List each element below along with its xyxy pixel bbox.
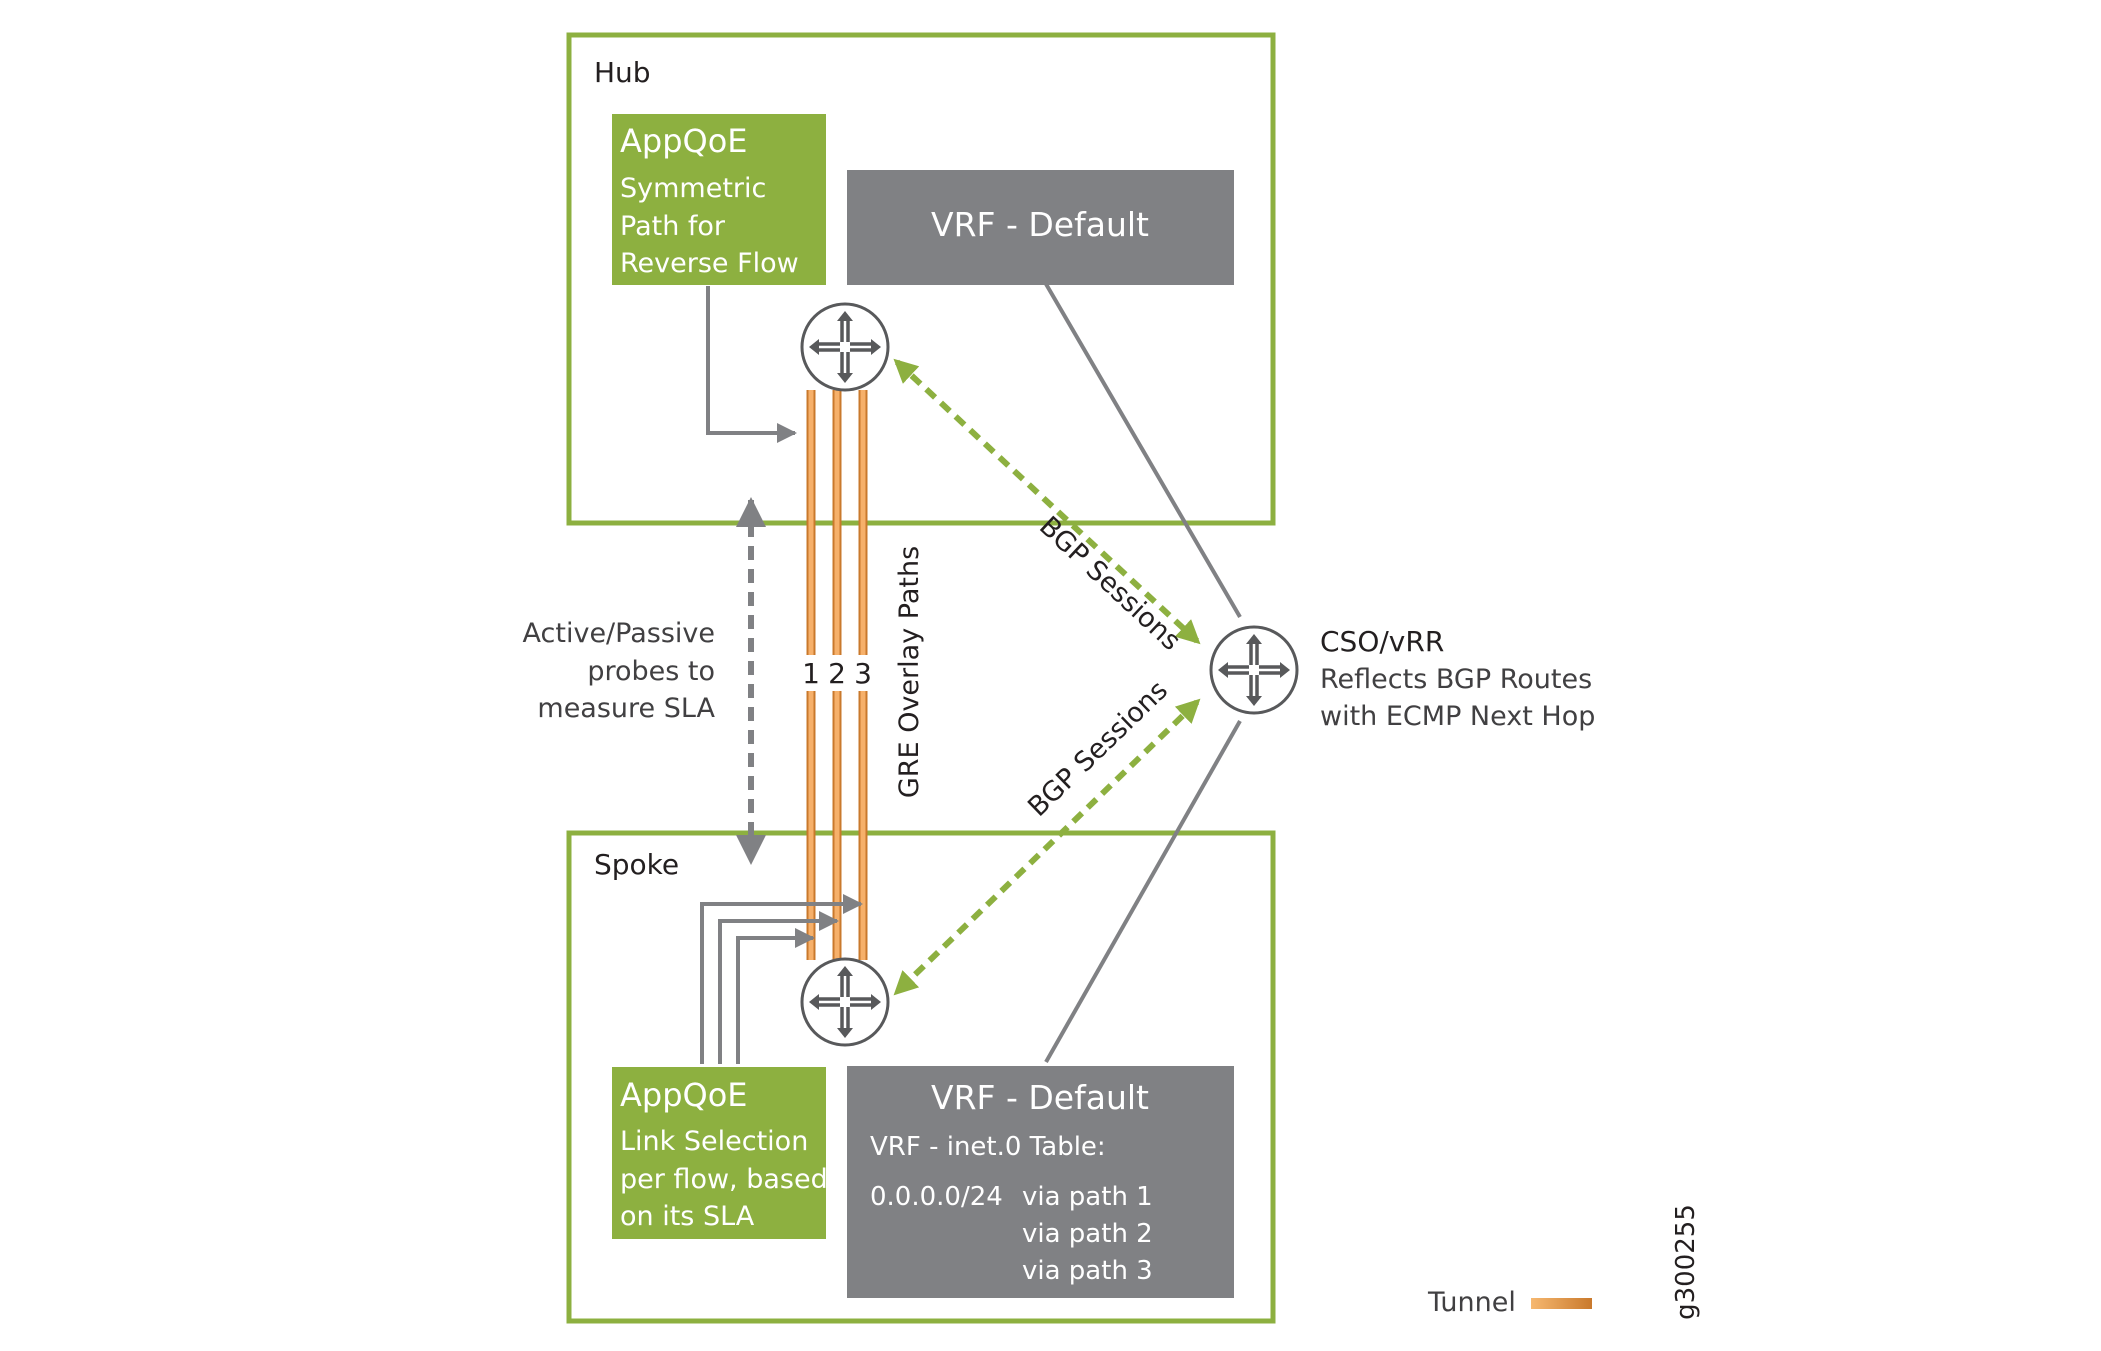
bgp-upper-arrow (893, 358, 1201, 645)
bgp-lower-arrow (893, 698, 1201, 996)
cso-title: CSO/vRR (1320, 625, 1444, 658)
hub-router-icon (800, 302, 890, 392)
cso-line-2: with ECMP Next Hop (1320, 701, 1595, 732)
spoke-appqoe-connector-arrows (700, 894, 863, 1064)
spoke-vrf-box (847, 1066, 1234, 1298)
gre-overlay-label: GRE Overlay Paths (894, 546, 925, 798)
spoke-vrf-table-label: VRF - inet.0 Table: (870, 1132, 1106, 1162)
bgp-upper-label: BGP Sessions (1033, 511, 1186, 657)
tunnel-number-3: 3 (854, 657, 872, 690)
hub-appqoe-line-3: Reverse Flow (620, 248, 799, 279)
hub-title: Hub (594, 56, 651, 89)
spoke-connector-to-path-1 (736, 928, 815, 1064)
spoke-router-icon (800, 957, 890, 1047)
probe-label-line-1: Active/Passive (523, 618, 715, 649)
hub-vrf-title: VRF - Default (931, 205, 1149, 244)
spoke-vrf-title: VRF - Default (931, 1078, 1149, 1117)
spoke-vrf-route-3: via path 3 (1022, 1256, 1153, 1286)
spoke-connector-to-path-3 (700, 894, 863, 1064)
tunnel-number-backdrop (800, 655, 878, 691)
spoke-appqoe-line-1: Link Selection (620, 1126, 808, 1157)
figure-id: g300255 (1671, 1204, 1701, 1320)
hub-appqoe-title: AppQoE (620, 122, 748, 160)
spoke-appqoe-line-3: on its SLA (620, 1201, 755, 1232)
spoke-vrf-prefix: 0.0.0.0/24 (870, 1182, 1003, 1212)
cso-router-icon (1209, 625, 1299, 715)
spoke-vrf-route-1: via path 1 (1022, 1182, 1153, 1212)
tunnel-number-1: 1 (802, 657, 820, 690)
spoke-title: Spoke (594, 848, 679, 881)
spoke-appqoe-box (612, 1067, 826, 1239)
legend-tunnel-swatch (1531, 1298, 1592, 1309)
hub-appqoe-box (612, 114, 826, 285)
hub-appqoe-line-1: Symmetric (620, 173, 766, 204)
cso-line-1: Reflects BGP Routes (1320, 664, 1592, 695)
hub-vrf-box (847, 170, 1234, 285)
spoke-appqoe-title: AppQoE (620, 1076, 748, 1114)
probe-label-line-3: measure SLA (537, 693, 715, 724)
spoke-vrf-route-2: via path 2 (1022, 1219, 1153, 1249)
legend-tunnel-label: Tunnel (1427, 1287, 1516, 1318)
hub-appqoe-line-2: Path for (620, 211, 726, 242)
spoke-connector-to-path-2 (718, 911, 839, 1064)
spoke-appqoe-line-2: per flow, based (620, 1164, 828, 1195)
tunnel-number-2: 2 (828, 657, 846, 690)
hub-appqoe-connector-arrow (706, 286, 797, 443)
probe-label-line-2: probes to (587, 656, 715, 687)
